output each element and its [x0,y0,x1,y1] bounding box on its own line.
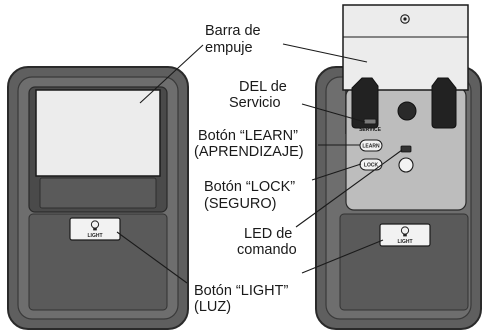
circle-icon [400,14,410,24]
closed-push-bar-lip [39,177,157,209]
closed-push-bar[interactable] [35,89,161,177]
command-ring [398,157,414,173]
label-lock-button: Botón “LOCK” (SEGURO) [204,179,299,212]
command-led [400,145,412,153]
light-button-right-text: LIGHT [398,239,413,245]
label-light-button: Botón “LIGHT” (LUZ) [194,283,292,315]
service-led [363,118,377,125]
leader-command-led [295,149,403,228]
hinge-tab-left [351,77,379,129]
label-service-led: DEL de Servicio [229,79,291,111]
hinge-tab-right [431,77,457,129]
lightbulb-icon [90,220,100,231]
lightbulb-icon [400,226,410,237]
service-led-text: SERVICE [359,127,382,133]
wall-control-open: SERVICE LEARN LOCK LIGHT [315,4,482,330]
leader-push-bar-right [282,43,368,63]
label-command-led: LED de comando [237,226,297,258]
closed-lower-panel [28,213,168,311]
leader-service-led [301,103,366,123]
learn-button-text: LEARN [362,144,380,150]
leader-lines [116,43,403,284]
leader-light-left [116,231,188,284]
center-plug [397,101,417,121]
leader-lock [311,163,362,181]
light-button-left-text: LIGHT [88,233,103,239]
callouts: Barra de empuje DEL de Servicio Botón “L… [194,23,304,315]
lock-button-text: LOCK [364,163,379,169]
leader-push-bar-left [139,44,204,104]
label-push-bar: Barra de empuje [205,23,265,56]
wall-control-closed: LIGHT [7,66,189,330]
open-lower-panel [339,213,469,311]
leader-light-right [301,239,384,274]
label-learn-button: Botón “LEARN” (APRENDIZAJE) [194,128,304,160]
